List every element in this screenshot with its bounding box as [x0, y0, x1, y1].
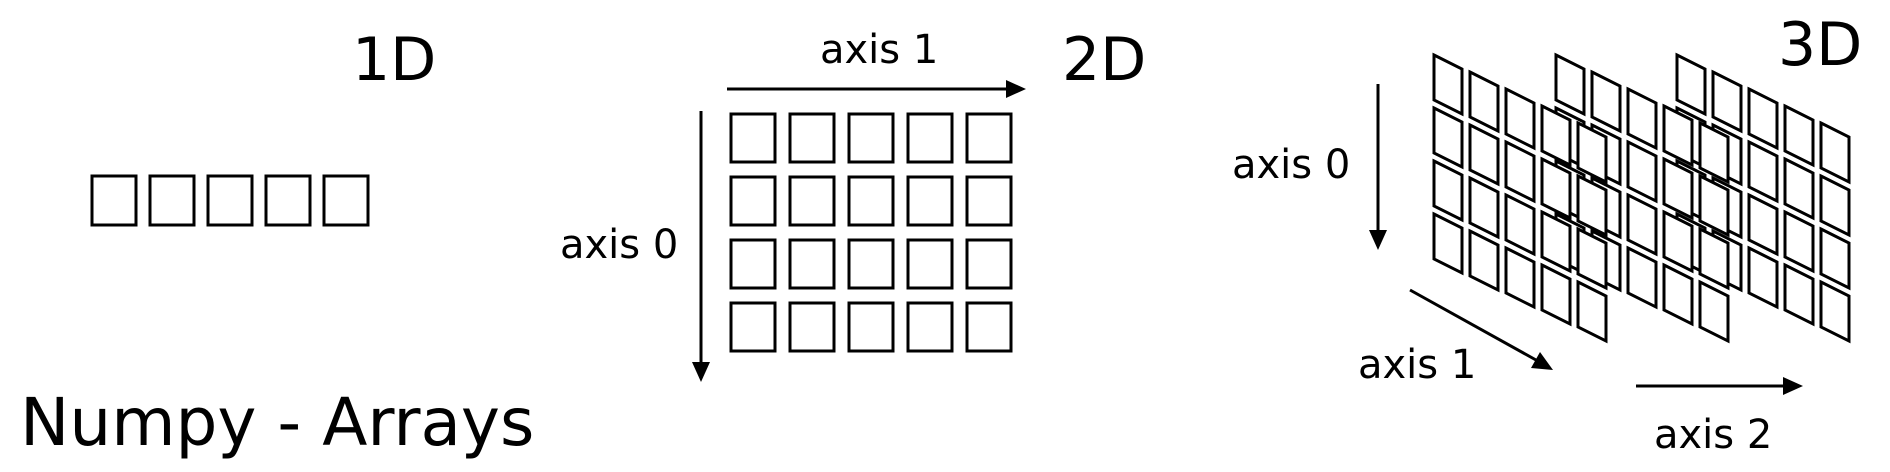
array-3d-cell [1540, 156, 1572, 221]
array-3d-cell [1432, 52, 1464, 117]
array-3d-cell [1432, 105, 1464, 170]
array-3d-cell [1675, 52, 1707, 117]
panel-1d: 1D [90, 25, 436, 227]
array-3d-cell [1504, 86, 1536, 151]
array-3d-cell [1432, 158, 1464, 223]
array-2d-cell [788, 238, 836, 290]
array-3d-cell [1662, 262, 1694, 327]
array-2d-cell [847, 112, 895, 164]
array-1d-cell [264, 174, 312, 227]
array-3d-cell [1576, 279, 1608, 344]
array-3d-cell [1504, 192, 1536, 257]
array-3d-cell [1747, 192, 1779, 257]
array-1d-cell [206, 174, 254, 227]
array-2d-cell [788, 112, 836, 164]
array-3d-cell [1554, 52, 1586, 117]
axis-1-label-2d: axis 1 [820, 27, 938, 73]
panel-3d: 3D axis 0 axis 1 axis 2 [1232, 10, 1862, 458]
array-2d-cell [729, 301, 777, 353]
array-3d-cell [1662, 209, 1694, 274]
array-2d-cell [729, 238, 777, 290]
axis-1-arrowhead-2d [1006, 80, 1026, 98]
array-3d-cell [1626, 192, 1658, 257]
array-3d-cell [1698, 279, 1730, 344]
array-3d-cell [1468, 122, 1500, 187]
array-1d-cell [90, 174, 138, 227]
array-3d-cell [1432, 211, 1464, 276]
array-3d-cell [1747, 245, 1779, 310]
array-2d-cell [906, 301, 954, 353]
axis-0-arrowhead-3d [1369, 230, 1387, 250]
array-3d-cell [1711, 69, 1743, 134]
array-3d-cell [1662, 103, 1694, 168]
axis-0-arrowhead-2d [692, 362, 710, 382]
array-3d-cell [1626, 86, 1658, 151]
array-3d-cell [1576, 120, 1608, 185]
array-3d-cell [1540, 262, 1572, 327]
panel-2d: 2D axis 1 axis 0 [560, 25, 1146, 382]
array-3d-cell [1662, 156, 1694, 221]
array-2d-cell [906, 175, 954, 227]
array-3d-cell [1783, 156, 1815, 221]
array-3d-cell [1747, 139, 1779, 204]
array-2d-cell [788, 301, 836, 353]
array-3d-cell [1626, 139, 1658, 204]
array-3d-cell [1819, 226, 1851, 291]
array-3d-cell [1576, 173, 1608, 238]
array-2d-cell [847, 238, 895, 290]
array-3d-cell [1540, 209, 1572, 274]
array-2d-cell [906, 112, 954, 164]
array-3d-cell [1468, 228, 1500, 293]
heading-2d: 2D [1062, 25, 1146, 95]
array-2d-cell [965, 112, 1013, 164]
array-2d-cell [965, 238, 1013, 290]
array-3d-cell [1626, 245, 1658, 310]
array-3d-cell [1468, 175, 1500, 240]
axis-0-label-3d: axis 0 [1232, 142, 1350, 188]
array-3d-cell [1698, 120, 1730, 185]
array-3d-cell [1783, 103, 1815, 168]
array-3d-cell [1590, 69, 1622, 134]
array-3d-cell [1819, 173, 1851, 238]
array-3d-cell [1504, 245, 1536, 310]
array-2d-cell [965, 175, 1013, 227]
array-3d-cell [1540, 103, 1572, 168]
array-3d-cell [1576, 226, 1608, 291]
array-2d-cells [729, 112, 1013, 353]
heading-1d: 1D [352, 25, 436, 95]
array-2d-cell [847, 175, 895, 227]
array-1d-cell [322, 174, 370, 227]
array-3d-cell [1747, 86, 1779, 151]
array-3d-cell [1468, 69, 1500, 134]
axis-0-label-2d: axis 0 [560, 222, 678, 268]
array-2d-cell [906, 238, 954, 290]
caption-title: Numpy - Arrays [20, 384, 534, 461]
axis-1-arrowhead-3d [1531, 352, 1553, 370]
array-3d-cell [1698, 173, 1730, 238]
array-2d-cell [729, 112, 777, 164]
array-3d-cell [1819, 279, 1851, 344]
array-3d-cells [1432, 52, 1851, 344]
array-1d-cell [148, 174, 196, 227]
array-3d-cell [1783, 209, 1815, 274]
array-2d-cell [788, 175, 836, 227]
array-3d-cell [1698, 226, 1730, 291]
array-2d-cell [965, 301, 1013, 353]
array-2d-cell [847, 301, 895, 353]
heading-3d: 3D [1778, 10, 1862, 80]
axis-2-label-3d: axis 2 [1654, 412, 1772, 458]
array-3d-cell [1783, 262, 1815, 327]
axis-1-arrow-3d [1409, 288, 1537, 362]
array-3d-cell [1504, 139, 1536, 204]
axis-2-arrowhead-3d [1783, 377, 1803, 395]
array-3d-cell [1819, 120, 1851, 185]
array-1d-cells [90, 174, 370, 227]
array-2d-cell [729, 175, 777, 227]
axis-1-label-3d: axis 1 [1358, 342, 1476, 388]
